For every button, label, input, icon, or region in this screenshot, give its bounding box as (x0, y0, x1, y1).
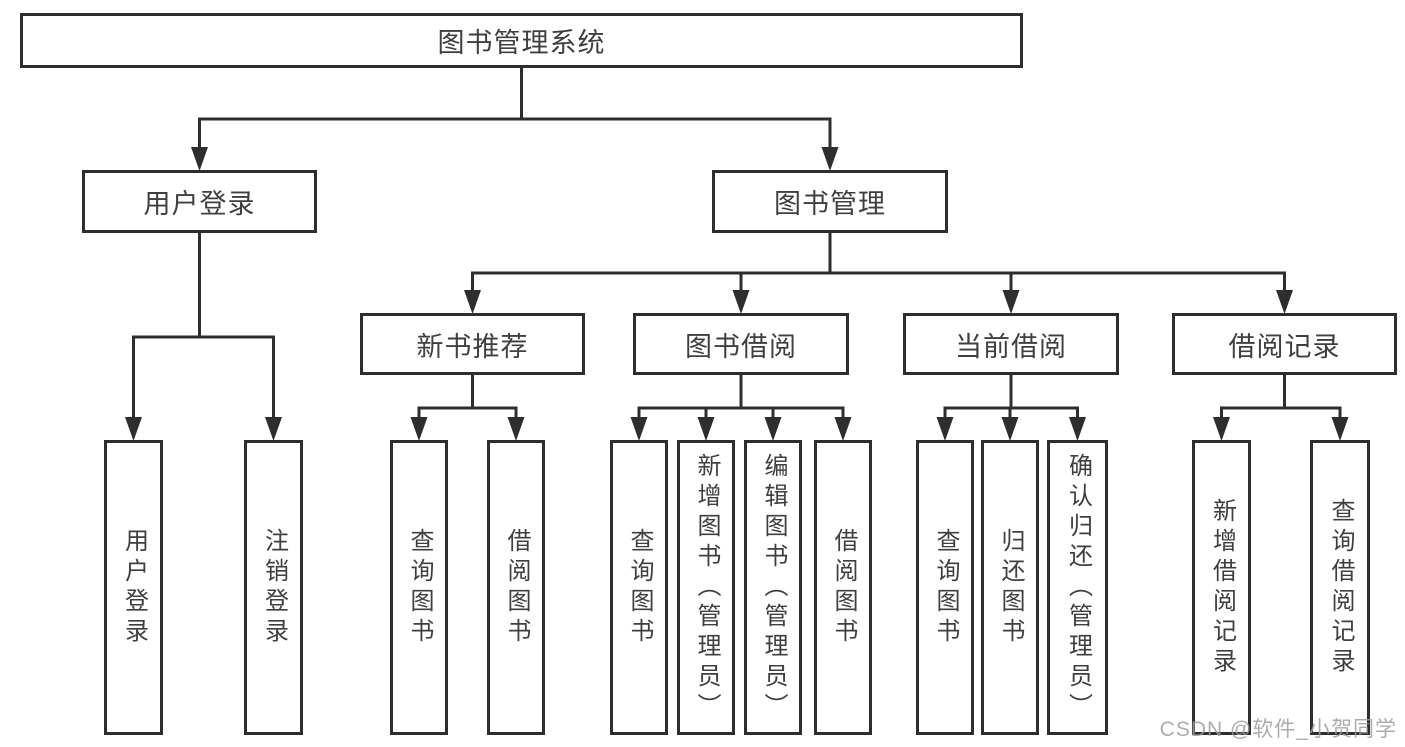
node-label: 查询借阅记录 (1327, 497, 1354, 678)
node-label: 图书管理系统 (437, 28, 606, 58)
node-leaf-query-book-1: 查询图书 (390, 440, 448, 735)
node-label: 借阅图书 (503, 527, 530, 648)
node-leaf-query-book-2: 查询图书 (610, 440, 668, 735)
node-label: 用户登录 (143, 189, 256, 219)
node-leaf-user-login: 用户登录 (104, 440, 163, 735)
node-book-mgmt: 图书管理 (712, 170, 948, 233)
node-label: 查询图书 (406, 527, 433, 648)
node-borrow-records: 借阅记录 (1172, 313, 1397, 375)
node-label: 查询图书 (932, 527, 959, 648)
node-leaf-query-book-3: 查询图书 (916, 440, 974, 735)
node-label: 图书借阅 (685, 331, 797, 362)
node-new-book-rec: 新书推荐 (360, 313, 585, 375)
node-leaf-edit-book: 编辑图书（管理员） (744, 440, 802, 735)
node-leaf-return-book: 归还图书 (981, 440, 1039, 735)
node-label: 借阅图书 (830, 527, 857, 648)
node-label: 新增图书（管理员） (693, 452, 720, 723)
node-leaf-logout: 注销登录 (244, 440, 303, 735)
node-label: 新书推荐 (416, 331, 529, 362)
node-root: 图书管理系统 (20, 13, 1023, 68)
node-label: 编辑图书（管理员） (760, 452, 787, 723)
node-label: 新增借阅记录 (1208, 497, 1236, 678)
node-user-login: 用户登录 (82, 170, 317, 233)
node-label: 用户登录 (120, 527, 148, 648)
node-label: 图书管理 (774, 189, 886, 219)
node-label: 归还图书 (997, 527, 1024, 648)
watermark: CSDN @软件_小贺同学 (1159, 718, 1397, 741)
node-label: 查询图书 (626, 527, 653, 648)
node-book-borrow: 图书借阅 (633, 313, 849, 375)
node-current-borrow: 当前借阅 (903, 313, 1119, 375)
node-leaf-borrow-book-1: 借阅图书 (487, 440, 545, 735)
node-leaf-add-borrow-record: 新增借阅记录 (1192, 440, 1251, 735)
node-label: 当前借阅 (955, 331, 1067, 362)
node-leaf-add-book: 新增图书（管理员） (677, 440, 735, 735)
node-label: 注销登录 (260, 527, 288, 648)
node-label: 确认归还（管理员） (1064, 452, 1092, 723)
node-label: 借阅记录 (1228, 331, 1341, 362)
node-leaf-confirm-return: 确认归还（管理员） (1047, 440, 1108, 735)
node-leaf-borrow-book-2: 借阅图书 (814, 440, 872, 735)
node-leaf-query-borrow-record: 查询借阅记录 (1310, 440, 1370, 735)
